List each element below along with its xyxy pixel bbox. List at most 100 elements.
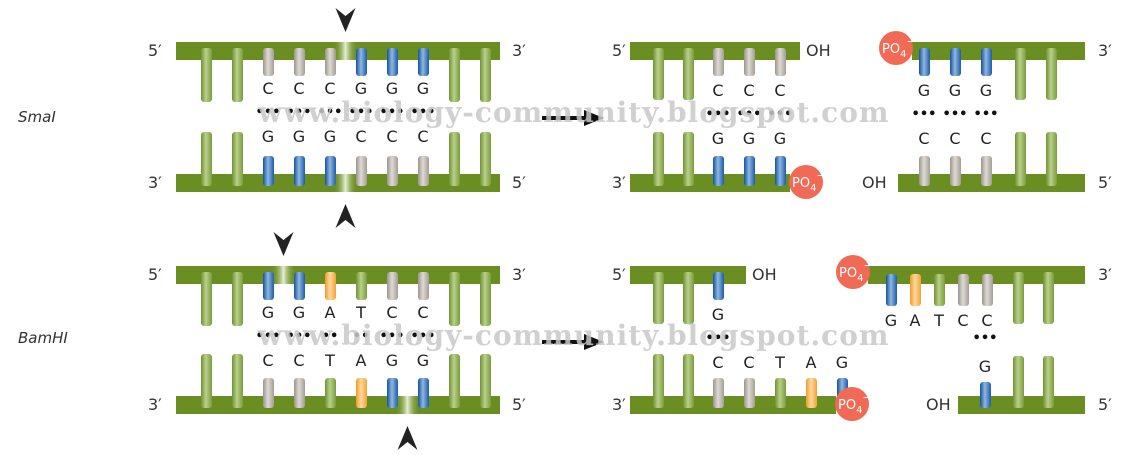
base-letter: G (918, 81, 930, 100)
backbone-stub (480, 354, 491, 408)
hydrogen-bond: ••• (380, 105, 405, 120)
cut-site-highlight (333, 174, 358, 192)
base-G (744, 156, 755, 186)
backbone-stub (653, 132, 664, 186)
base-letter: G (980, 81, 992, 100)
five-prime-label: 5′ (612, 265, 626, 284)
three-prime-label: 3′ (512, 265, 526, 284)
backbone-stub (653, 272, 664, 324)
hydrogen-bond: ••• (380, 329, 405, 344)
base-letter: G (836, 353, 848, 372)
backbone-stub (480, 132, 491, 186)
base-G (775, 156, 786, 186)
hydroxyl-end-label: OH (862, 173, 887, 192)
hydrogen-bond: ••• (768, 107, 793, 122)
backbone-stub (1043, 272, 1054, 324)
base-G (950, 48, 961, 76)
base-letter: A (356, 351, 367, 370)
cut-site-arrow-down-icon (273, 232, 294, 256)
phosphate-group-icon (879, 31, 913, 65)
base-G (981, 48, 992, 76)
base-T (325, 378, 336, 408)
backbone-stub (232, 48, 243, 102)
base-C (294, 378, 305, 408)
base-C (356, 156, 367, 186)
product-top-backbone (912, 42, 1085, 60)
backbone-stub (683, 48, 694, 100)
base-letter: G (712, 305, 724, 324)
base-A (910, 274, 921, 306)
base-C (981, 156, 992, 186)
base-letter: C (324, 79, 335, 98)
cut-site-highlight (271, 266, 296, 284)
base-letter: G (262, 303, 274, 322)
base-C (982, 274, 993, 306)
hydrogen-bond: ••• (973, 331, 998, 346)
base-letter: C (293, 79, 304, 98)
base-letter: T (933, 311, 944, 330)
hydrogen-bond: •• (322, 329, 339, 344)
backbone-stub (1046, 132, 1057, 186)
backbone-stub (1046, 48, 1057, 100)
five-prime-label: 5′ (1098, 395, 1112, 414)
base-G (713, 156, 724, 186)
base-A (356, 378, 367, 408)
phosphate-group-icon (836, 255, 870, 289)
three-prime-label: 3′ (148, 173, 162, 192)
base-C (744, 378, 755, 408)
base-letter: G (417, 79, 429, 98)
base-C (713, 48, 724, 76)
backbone-stub (449, 48, 460, 102)
base-G (387, 48, 398, 76)
base-letter: G (293, 303, 305, 322)
base-letter: C (712, 81, 723, 100)
backbone-stub (449, 354, 460, 408)
base-letter: C (712, 353, 723, 372)
base-C (418, 156, 429, 186)
three-prime-label: 3′ (612, 395, 626, 414)
backbone-stub (1013, 272, 1024, 324)
base-letter: C (417, 303, 428, 322)
base-letter: A (806, 353, 817, 372)
hydroxyl-end-label: OH (806, 41, 831, 60)
base-letter: C (355, 127, 366, 146)
base-C (919, 156, 930, 186)
base-letter: G (324, 127, 336, 146)
base-C (713, 378, 724, 408)
hydrogen-bond: ••• (974, 107, 999, 122)
cut-site-arrow-up-icon (397, 426, 418, 450)
cut-site-arrow-up-icon (335, 204, 356, 228)
five-prime-label: 5′ (512, 395, 526, 414)
base-G (263, 156, 274, 186)
hydrogen-bond: ••• (737, 107, 762, 122)
base-G (713, 272, 724, 300)
three-prime-label: 3′ (512, 41, 526, 60)
base-C (263, 378, 274, 408)
base-letter: G (262, 127, 274, 146)
base-C (958, 274, 969, 306)
base-G (418, 48, 429, 76)
base-C (294, 48, 305, 76)
base-G (356, 48, 367, 76)
base-letter: C (918, 129, 929, 148)
base-letter: T (324, 351, 335, 370)
base-letter: G (743, 129, 755, 148)
five-prime-label: 5′ (512, 173, 526, 192)
base-letter: G (386, 351, 398, 370)
base-letter: C (262, 351, 273, 370)
base-letter: C (386, 127, 397, 146)
backbone-stub (449, 132, 460, 186)
base-letter: T (774, 353, 785, 372)
base-letter: C (774, 81, 785, 100)
base-T (356, 272, 367, 300)
base-letter: G (417, 351, 429, 370)
base-letter: C (980, 129, 991, 148)
base-C (325, 48, 336, 76)
base-letter: G (949, 81, 961, 100)
backbone-stub (1043, 356, 1054, 408)
reaction-arrow-icon (584, 334, 604, 350)
backbone-stub (201, 132, 212, 186)
backbone-stub (232, 354, 243, 408)
reaction-arrow-shaft (542, 116, 588, 120)
backbone-stub (232, 272, 243, 326)
